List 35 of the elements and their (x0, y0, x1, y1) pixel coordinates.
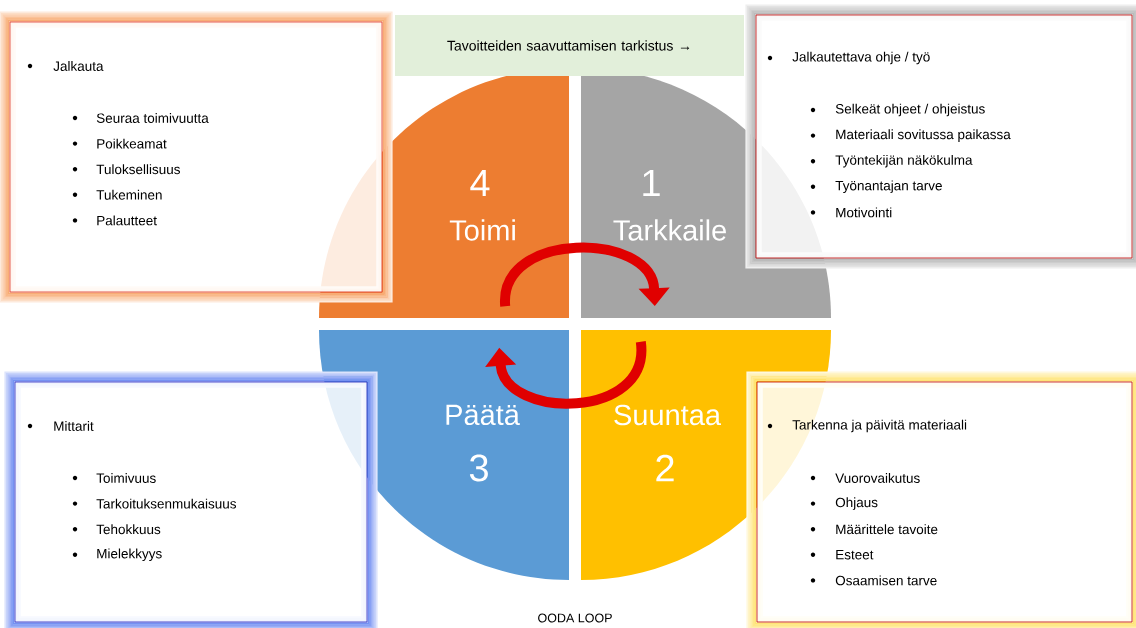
quadrant-label: Tarkkaile (613, 219, 726, 241)
curved-arrow (485, 341, 646, 409)
list-item: Ohjaus (835, 497, 878, 510)
quadrant-label: 2 (656, 454, 674, 482)
quadrant-label: Suuntaa (614, 404, 721, 426)
list-item: Työnantajan tarve (835, 180, 942, 194)
list-item: Mittarit (54, 421, 94, 431)
list-item: Esteet (836, 550, 874, 560)
list-item: Toimivuus (96, 473, 156, 483)
quadrant-label: Toimi (449, 219, 515, 241)
quadrant-label: 4 (470, 169, 490, 197)
list-item: Vuorovaikutus (835, 473, 920, 483)
caption: OODA LOOP (538, 613, 612, 623)
list-item: Jalkauta (53, 61, 104, 71)
list-item: Tehokkuus (96, 524, 161, 535)
list-item: Määrittele tavoite (836, 524, 938, 535)
quadrant-label: 3 (469, 454, 488, 482)
list-item: Työntekijän näkökulma (835, 154, 973, 168)
list-item: Osaamisen tarve (835, 575, 937, 586)
list-item: Mielekkyys (97, 548, 162, 562)
curved-arrow (500, 242, 670, 307)
list-item: Tarkoituksenmukaisuus (96, 498, 237, 509)
list-item: Poikkeamat (97, 138, 167, 149)
quadrant-label: 1 (643, 169, 660, 197)
list-item: Motivointi (836, 207, 892, 218)
list-item: Tuloksellisuus (96, 164, 180, 175)
list-item: Tarkenna ja päivitä materiaali (792, 419, 967, 433)
quadrant-label: Päätä (446, 404, 520, 426)
heading-box: Tavoitteiden saavuttamisen tarkistus → (395, 15, 744, 76)
list-item: Palautteet (97, 215, 157, 226)
list-item: Selkeät ohjeet / ohjeistus (835, 103, 985, 117)
list-item: Seuraa toimivuutta (96, 113, 209, 123)
list-item: Materiaali sovitussa paikassa (836, 129, 1011, 142)
list-item: Tukeminen (96, 189, 162, 200)
list-item: Jalkautettava ohje / työ (792, 51, 930, 65)
